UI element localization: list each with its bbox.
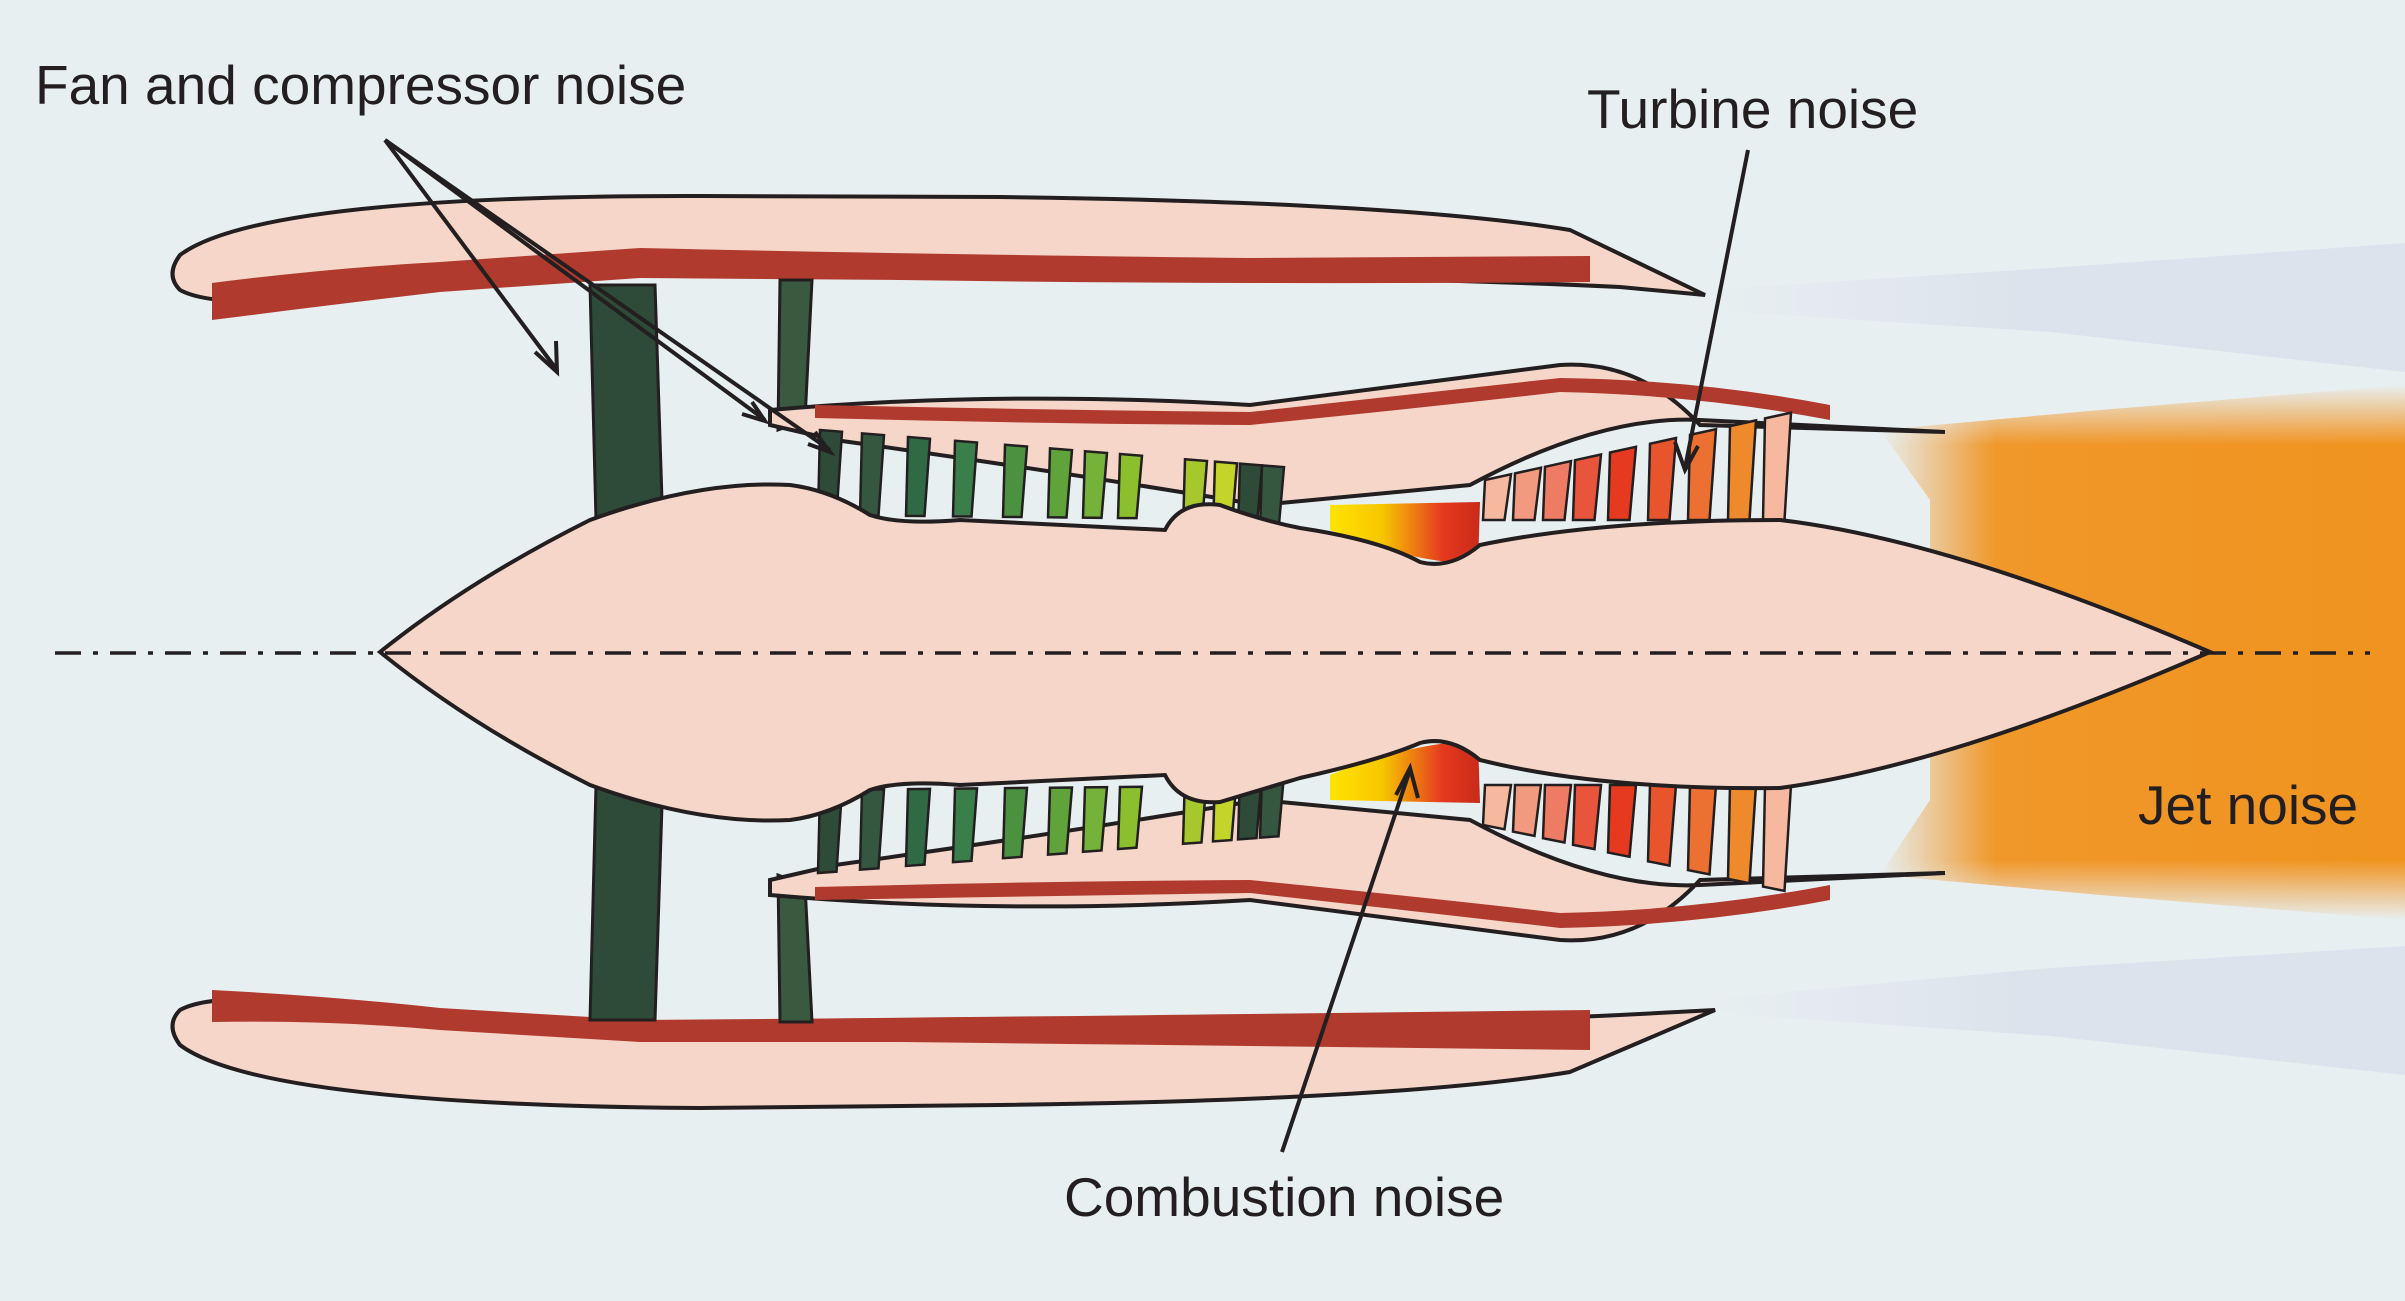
nacelle-bottom-liner — [212, 990, 1590, 1050]
compressor-blade — [858, 788, 886, 871]
compressor-blade — [858, 432, 886, 517]
compressor-blade — [1116, 785, 1144, 851]
fan-noise-leaders — [383, 138, 836, 457]
turbine-noise-label: Turbine noise — [1587, 78, 1919, 140]
compressor-blade — [904, 787, 932, 868]
turbine-blade — [1571, 452, 1603, 522]
turbine-blade — [1606, 445, 1638, 522]
turbine-blade — [1646, 436, 1678, 522]
jet-noise-label: Jet noise — [2138, 774, 2359, 836]
combustion-noise-label: Combustion noise — [1064, 1166, 1505, 1228]
compressor-blade — [904, 435, 932, 518]
turbine-blade — [1481, 472, 1513, 522]
combustor-bottom — [1330, 740, 1480, 803]
turbine-blade — [1511, 783, 1543, 838]
core-cowl-top-liner — [815, 378, 1830, 425]
bypass-plume-top — [1700, 243, 2405, 372]
turbine-noise-leader — [1673, 149, 1750, 475]
compressor-blade — [1001, 786, 1029, 860]
turbine-blade — [1686, 427, 1718, 522]
fan-compressor-noise-label: Fan and compressor noise — [35, 54, 687, 116]
turbine-blade — [1761, 411, 1793, 522]
turbine-blade — [1541, 459, 1573, 522]
compressor-blade — [951, 787, 979, 864]
core-cowl-bottom-liner — [815, 880, 1830, 928]
combustor-top — [1330, 502, 1480, 565]
compressor-blades-top — [816, 428, 1286, 532]
compressor-blade — [1046, 447, 1074, 519]
compressor-blade — [1046, 786, 1074, 856]
bypass-plume-bottom — [1700, 946, 2405, 1075]
turbine-blade — [1646, 783, 1678, 868]
fan-blade-top — [588, 283, 664, 523]
compressor-blade — [1081, 785, 1109, 854]
combustion-noise-leader — [1280, 762, 1420, 1153]
compressor-blade — [1116, 452, 1144, 520]
turbine-blade — [1726, 783, 1758, 885]
turbine-blade — [1571, 783, 1603, 851]
turbine-blade — [1606, 783, 1638, 859]
compressor-blade — [951, 439, 979, 518]
compressor-blade — [1081, 449, 1109, 520]
fan-blade-bottom — [588, 782, 664, 1022]
turbine-blade — [1541, 783, 1573, 844]
turbine-blade — [1686, 783, 1718, 876]
turbine-blade — [1481, 783, 1513, 831]
turbine-blade — [1761, 783, 1793, 893]
turbine-blade — [1511, 466, 1543, 522]
compressor-blade — [1001, 443, 1029, 519]
turbine-blade — [1726, 418, 1758, 522]
